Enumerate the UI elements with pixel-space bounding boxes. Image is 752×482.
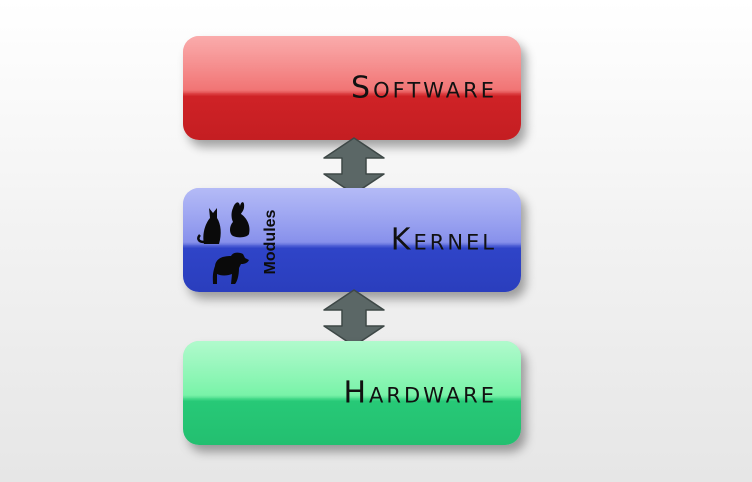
rabbit-icon xyxy=(230,202,250,238)
kernel-layer-box: Modules Kernel xyxy=(183,188,521,292)
box-gloss xyxy=(183,36,521,94)
box-gloss xyxy=(183,341,521,399)
hardware-layer-box: Hardware xyxy=(183,341,521,445)
cat-icon xyxy=(197,208,221,244)
double-arrow-icon xyxy=(323,137,385,195)
hardware-label: Hardware xyxy=(343,375,497,411)
double-arrow-icon xyxy=(323,289,385,347)
modules-group: Modules xyxy=(197,196,317,288)
modules-label: Modules xyxy=(262,209,279,275)
dog-icon xyxy=(212,252,249,284)
kernel-label: Kernel xyxy=(390,222,497,258)
software-label: Software xyxy=(351,70,497,106)
software-layer-box: Software xyxy=(183,36,521,140)
